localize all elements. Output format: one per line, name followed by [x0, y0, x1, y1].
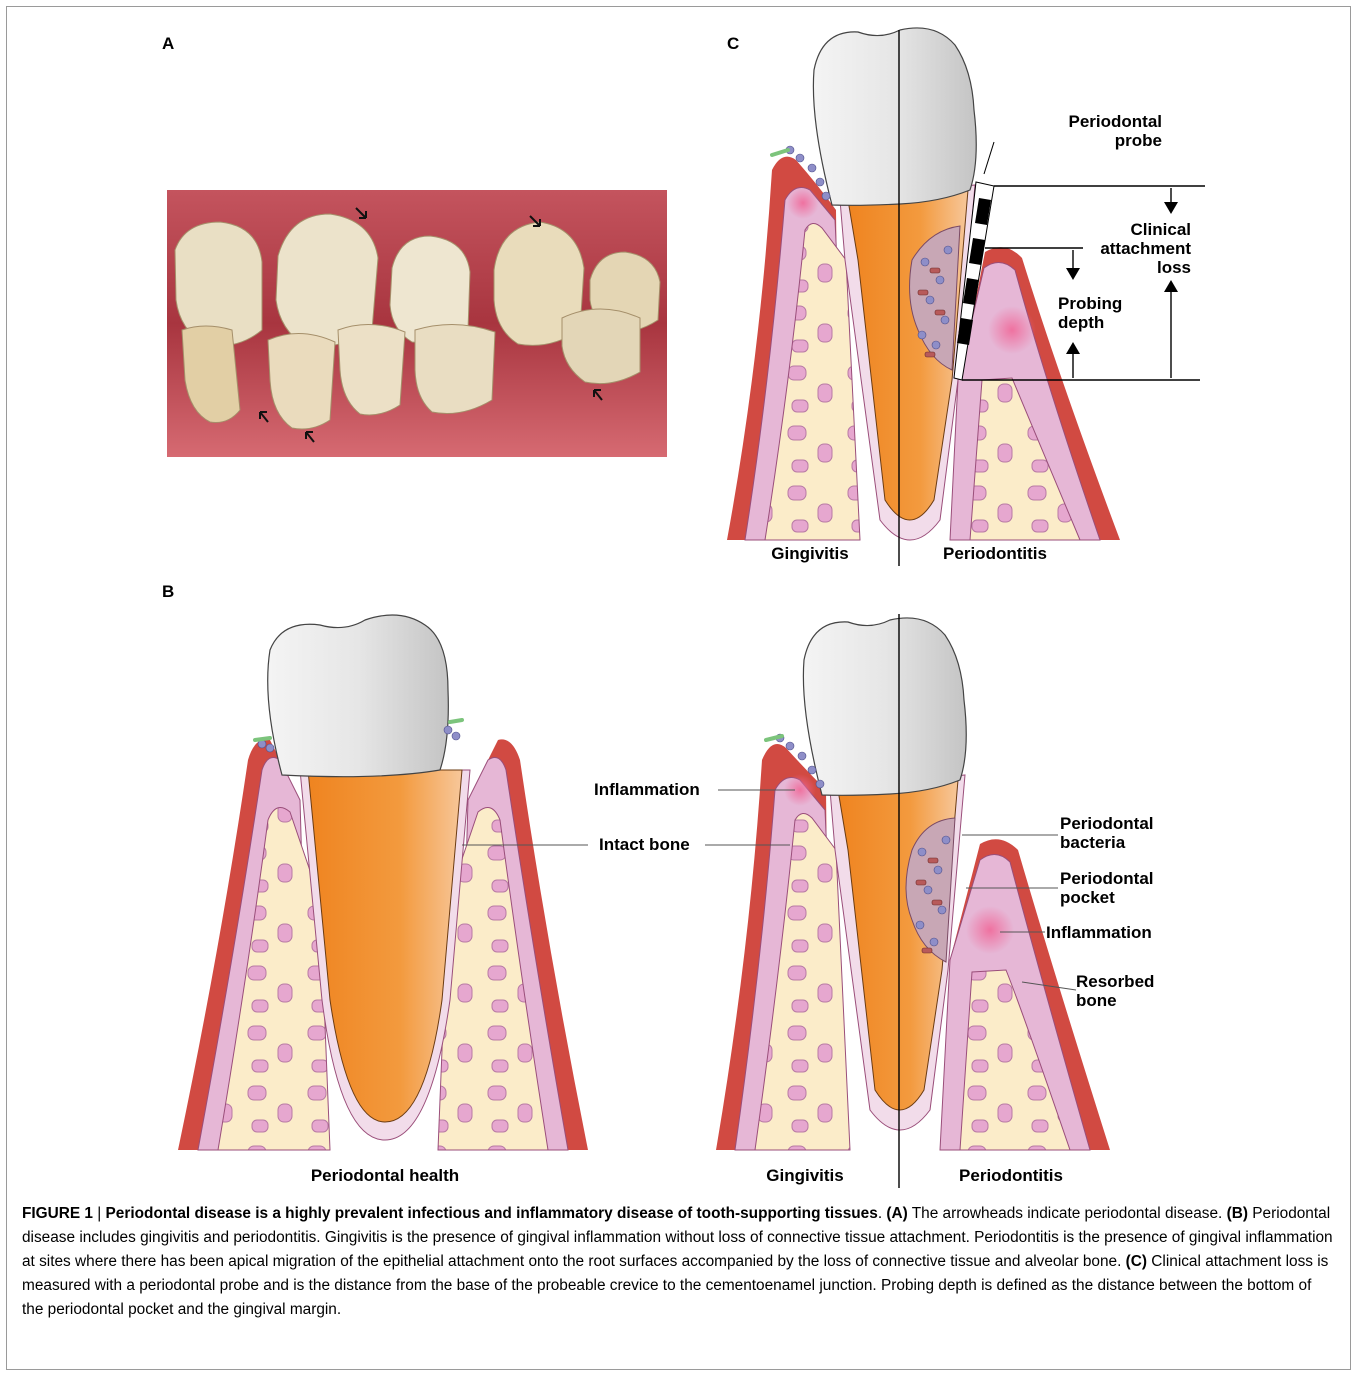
inflammation-label-left: Inflammation — [594, 780, 700, 799]
figure-caption: FIGURE 1 | Periodontal disease is a high… — [22, 1202, 1334, 1322]
panel-b-periodontitis-label: Periodontitis — [936, 1166, 1086, 1185]
intact-bone-label: Intact bone — [599, 835, 690, 854]
panel-b-letter: B — [162, 582, 174, 602]
panel-c-periodontitis-label: Periodontitis — [920, 544, 1070, 563]
caption-figure-label: FIGURE 1 — [22, 1205, 93, 1222]
caption-b-tag: (B) — [1227, 1205, 1248, 1222]
panel-b-gingivitis-label: Gingivitis — [745, 1166, 865, 1185]
panel-a-letter: A — [162, 34, 174, 54]
caption-c-tag: (C) — [1126, 1253, 1147, 1270]
caption-a-text: The arrowheads indicate periodontal dise… — [908, 1205, 1227, 1222]
panel-c-gingivitis-label: Gingivitis — [750, 544, 870, 563]
periodontal-health-label: Periodontal health — [270, 1166, 500, 1185]
caption-separator: | — [93, 1205, 106, 1222]
caption-a-tag: (A) — [886, 1205, 907, 1222]
inflammation-label-right: Inflammation — [1046, 923, 1152, 942]
clinical-photo — [167, 190, 667, 457]
panel-b-health-diagram — [178, 615, 588, 1150]
caption-title: Periodontal disease is a highly prevalen… — [106, 1205, 878, 1222]
panel-c-letter: C — [727, 34, 739, 54]
panel-c-diagram — [727, 28, 1205, 566]
